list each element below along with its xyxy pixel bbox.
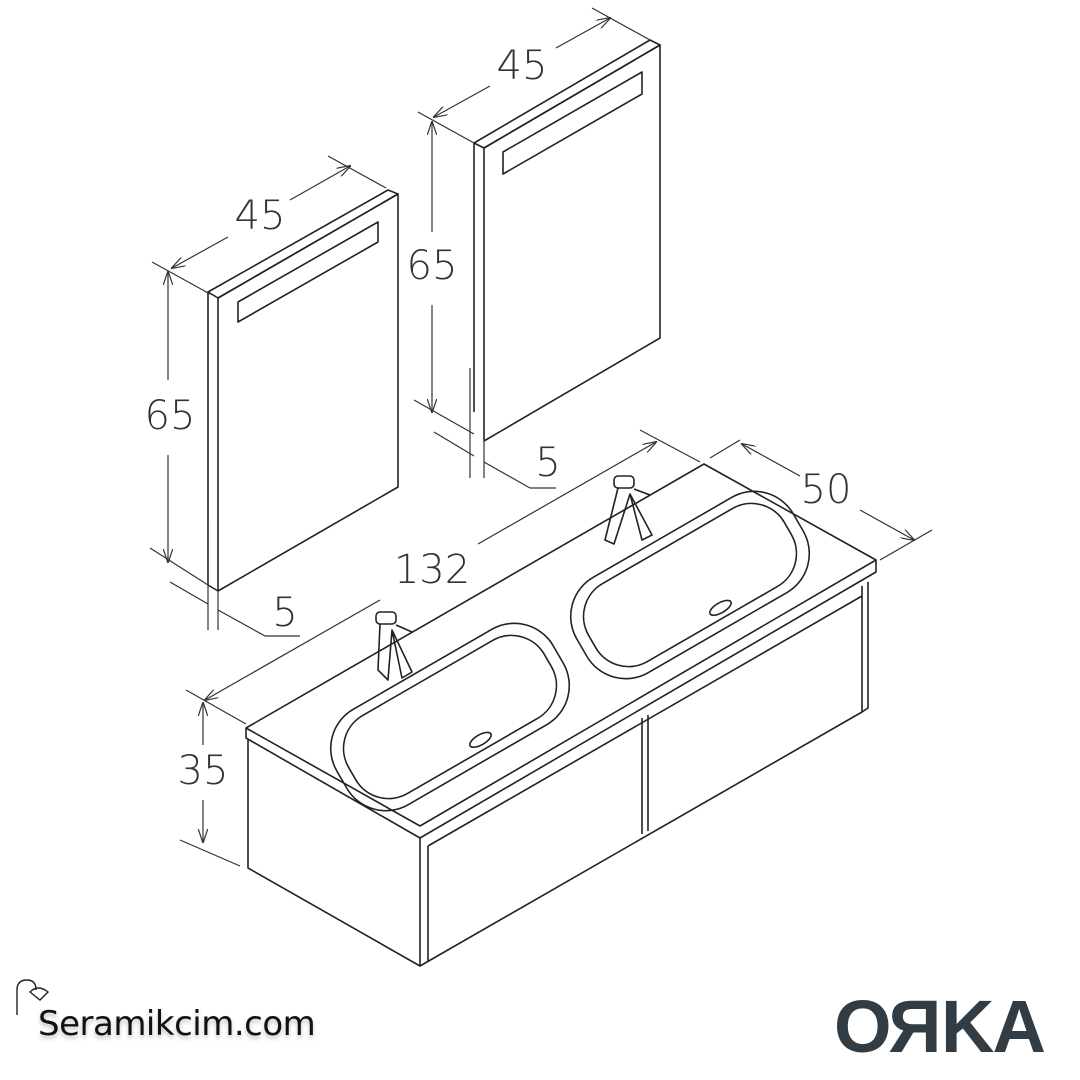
orka-logo: ORKA bbox=[834, 985, 1046, 1068]
vanity-height-label: 35 bbox=[178, 748, 229, 794]
right-faucet-icon bbox=[604, 475, 653, 545]
left-faucet-icon bbox=[375, 611, 413, 681]
seramikcim-logo: Seramikcim.com bbox=[38, 1004, 316, 1044]
left-mirror-width-label: 45 bbox=[235, 193, 286, 239]
double-sink-vanity bbox=[245, 463, 877, 967]
dimension-lines bbox=[149, 7, 933, 867]
left-basin bbox=[329, 622, 571, 812]
shower-head-icon bbox=[16, 979, 50, 1015]
right-mirror-width-label: 45 bbox=[497, 43, 548, 89]
right-mirror-depth-label: 5 bbox=[535, 440, 560, 486]
led-strip-icon bbox=[237, 221, 379, 323]
vanity-depth-label: 50 bbox=[801, 467, 852, 513]
left-mirror-depth-label: 5 bbox=[272, 590, 297, 636]
left-mirror-height-label: 65 bbox=[145, 393, 196, 439]
led-strip-icon bbox=[502, 71, 643, 175]
right-mirror-cabinet bbox=[473, 39, 661, 442]
vanity-width-label: 132 bbox=[394, 547, 470, 593]
left-mirror-cabinet bbox=[207, 189, 399, 592]
right-mirror-height-label: 65 bbox=[407, 243, 458, 289]
right-basin bbox=[569, 490, 811, 680]
